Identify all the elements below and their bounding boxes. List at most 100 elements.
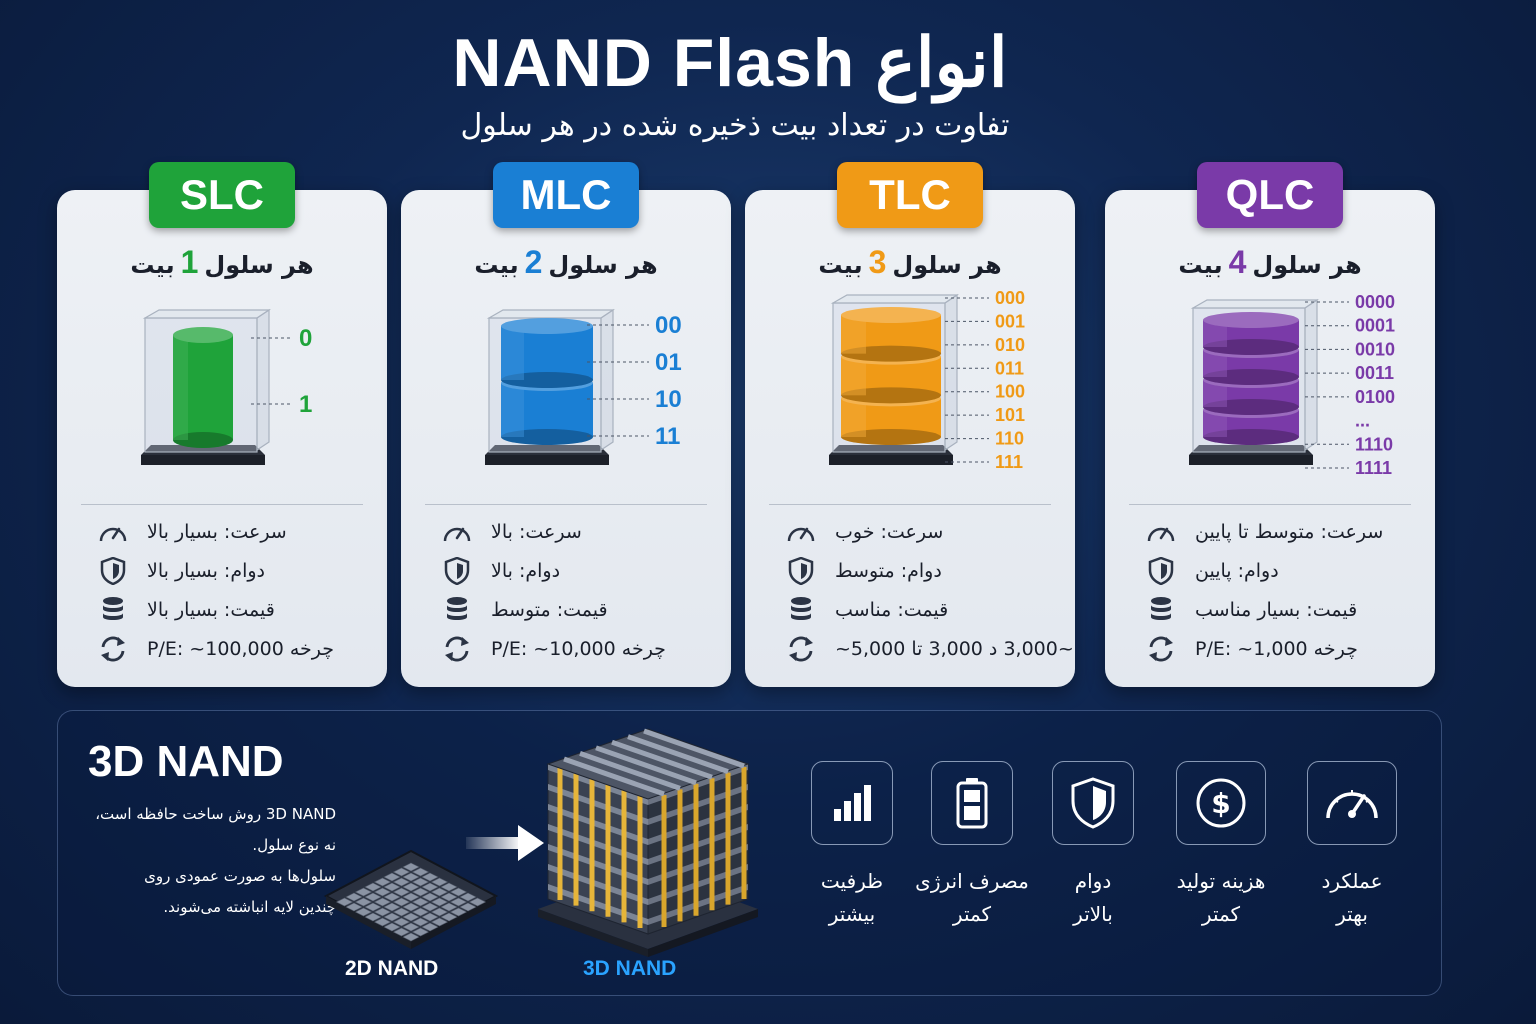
spec-row: دوام: متوسط: [785, 556, 1045, 586]
chip-2d-icon: [323, 849, 499, 949]
cell-layer: [841, 307, 941, 362]
chip-3d-icon: [538, 728, 758, 957]
spec-row: ~3,000 د 3,000 تا 5,000~: [785, 634, 1074, 664]
state-label: 0001: [1355, 316, 1395, 336]
cell-layer: [1203, 342, 1299, 385]
spec-text: دوام: بالا: [491, 560, 561, 582]
divider: [769, 504, 1051, 505]
cell-illustration: 01: [141, 308, 312, 465]
feature-line: بهتر: [1336, 902, 1368, 926]
state-label: 1: [299, 391, 312, 418]
database-icon: [441, 595, 473, 625]
spec-row: دوام: پایین: [1145, 556, 1405, 586]
state-label: 010: [995, 335, 1025, 355]
divider: [81, 504, 363, 505]
label-3d-nand: 3D NAND: [583, 957, 677, 980]
svg-text:$: $: [1211, 787, 1230, 820]
spec-row: چرخه P/E: ~1,000: [1145, 634, 1405, 664]
dollar-icon: $: [1176, 761, 1266, 845]
divider: [425, 504, 707, 505]
state-label: 11: [655, 423, 680, 450]
state-label: 001: [995, 311, 1025, 331]
feature-line: ظرفیت: [820, 869, 884, 893]
spec-text: قیمت: مناسب: [835, 599, 949, 621]
base-plate-side: [829, 455, 953, 465]
state-label: 00: [655, 312, 682, 339]
feature-line: بیشتر: [828, 902, 876, 926]
spec-text: قیمت: بسیار بالا: [147, 599, 275, 621]
feature-line: هزینه تولید: [1176, 869, 1266, 893]
base-plate-side: [1189, 455, 1313, 465]
spec-text: ~3,000 د 3,000 تا 5,000~: [835, 638, 1074, 660]
database-icon: [785, 595, 817, 625]
speedometer-icon: [785, 517, 817, 547]
bits-pre: هر سلول: [204, 251, 314, 279]
feature-line: مصرف انرژی: [915, 869, 1029, 893]
tlc-badge: TLC: [837, 162, 983, 228]
feature-capacity: ظرفیت بیشتر: [792, 761, 912, 931]
speedometer-icon: [441, 517, 473, 547]
nand-3d-panel: 3D NAND 3D NAND روش ساخت حافظه است، نه ن…: [57, 710, 1442, 996]
glass-box-top: [1190, 299, 1319, 309]
spec-text: قیمت: بسیار مناسب: [1195, 599, 1358, 621]
desc-line: سلول‌ها به صورت عمودی روی: [144, 867, 336, 885]
spec-text: سرعت: بالا: [491, 521, 582, 543]
state-label: 000: [995, 290, 1025, 308]
bits-per-cell: هر سلول2بیت: [401, 244, 731, 281]
shield-icon: [1052, 761, 1134, 845]
spec-row: چرخه P/E: ~100,000: [97, 634, 357, 664]
spec-text: سرعت: بسیار بالا: [147, 521, 287, 543]
nand-3d-description: 3D NAND روش ساخت حافظه است، نه نوع سلول.…: [86, 799, 336, 923]
refresh-icon: [441, 634, 473, 664]
state-label: 1110: [1355, 434, 1393, 454]
desc-line: 3D NAND روش ساخت حافظه است،: [95, 805, 336, 823]
spec-text: دوام: بسیار بالا: [147, 560, 266, 582]
bits-pre: هر سلول: [1252, 251, 1362, 279]
glass-box-side: [944, 293, 958, 452]
desc-line: چندین لایه انباشته می‌شوند.: [163, 898, 336, 916]
shield-icon: [1145, 556, 1177, 586]
speedometer-icon: [1307, 761, 1397, 845]
bits-post: بیت: [1178, 251, 1223, 279]
feature-energy: مصرف انرژی کمتر: [912, 761, 1032, 931]
spec-row: سرعت: بالا: [441, 517, 701, 547]
feature-line: عملکرد: [1321, 869, 1383, 893]
state-label: 110: [995, 429, 1024, 449]
bits-per-cell: هر سلول3بیت: [745, 244, 1075, 281]
bits-pre: هر سلول: [892, 251, 1002, 279]
spec-text: چرخه P/E: ~100,000: [147, 638, 334, 660]
arrow-right-icon: [466, 825, 544, 861]
bits-number: 2: [524, 244, 543, 280]
spec-text: قیمت: متوسط: [491, 599, 608, 621]
speedometer-icon: [1145, 517, 1177, 547]
bits-per-cell: هر سلول1بیت: [57, 244, 387, 281]
speedometer-icon: [97, 517, 129, 547]
mlc-badge: MLC: [493, 162, 639, 228]
cell-layer: [1203, 312, 1299, 355]
spec-row: سرعت: متوسط تا پایین: [1145, 517, 1405, 547]
spec-row: دوام: بالا: [441, 556, 701, 586]
spec-row: سرعت: خوب: [785, 517, 1045, 547]
state-label: 0100: [1355, 387, 1395, 407]
qlc-badge: QLC: [1197, 162, 1343, 228]
feature-line: کمتر: [952, 902, 992, 926]
state-label: ...: [1355, 411, 1370, 431]
state-label: 01: [655, 349, 682, 376]
label-2d-nand: 2D NAND: [345, 957, 439, 980]
glass-box-side: [1304, 298, 1318, 452]
spec-row: سرعت: بسیار بالا: [97, 517, 357, 547]
spec-text: سرعت: خوب: [835, 521, 944, 543]
refresh-icon: [97, 634, 129, 664]
shield-icon: [97, 556, 129, 586]
divider: [1129, 504, 1411, 505]
bits-post: بیت: [818, 251, 863, 279]
spec-row: قیمت: بسیار بالا: [97, 595, 357, 625]
feature-performance: عملکرد بهتر: [1292, 761, 1412, 931]
spec-text: چرخه P/E: ~1,000: [1195, 638, 1358, 660]
state-label: 0011: [1355, 363, 1394, 383]
